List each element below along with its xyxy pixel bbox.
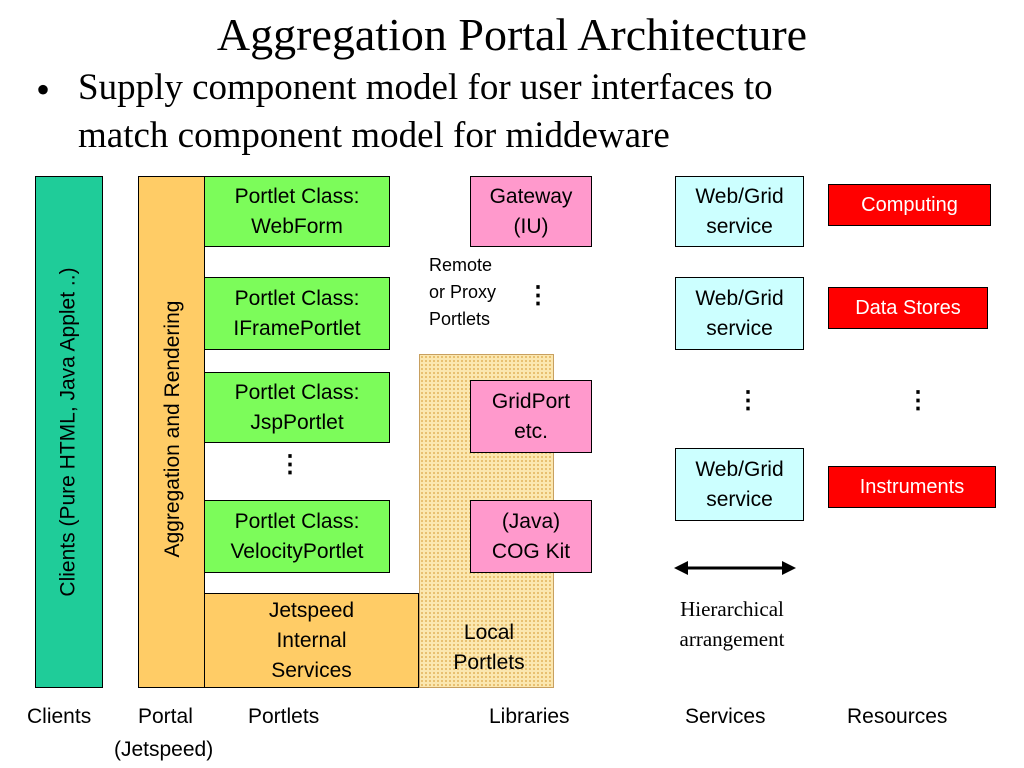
portal-bar-label: Aggregation and Rendering: [161, 300, 184, 558]
resource-data-stores: Data Stores: [828, 287, 988, 329]
portlet-class-name: JspPortlet: [250, 410, 344, 434]
bullet-marker: •: [36, 67, 51, 112]
web-grid-service-3: Web/Grid service: [675, 448, 804, 521]
service-line2: service: [706, 316, 773, 340]
portal-bar: Aggregation and Rendering: [138, 176, 205, 688]
clients-bar: Clients (Pure HTML, Java Applet ..): [35, 176, 103, 688]
column-label-resources: Resources: [847, 705, 948, 728]
gateway-line2: (IU): [513, 214, 549, 238]
bullet-line-2: match component model for middeware: [78, 115, 670, 156]
remote-proxy-note: Remote or Proxy Portlets: [429, 252, 496, 333]
column-label-services: Services: [685, 705, 766, 728]
cogkit-line2: COG Kit: [491, 539, 571, 563]
internal-services-line3: Services: [271, 658, 352, 682]
slide-title: Aggregation Portal Architecture: [216, 9, 808, 60]
clients-bar-label: Clients (Pure HTML, Java Applet ..): [57, 267, 80, 597]
bullet-line-1: Supply component model for user interfac…: [78, 67, 773, 108]
cogkit-line1: (Java): [501, 509, 561, 533]
gridport: GridPort etc.: [470, 380, 592, 453]
portlet-label: Portlet Class:: [234, 286, 360, 310]
gridport-line2: etc.: [514, 419, 548, 443]
hierarchical-line2: arrangement: [679, 627, 785, 651]
portlet-webform: Portlet Class: WebForm: [204, 176, 390, 247]
libraries-ellipsis: ⋮: [526, 282, 550, 309]
portlets-ellipsis: ⋮: [278, 451, 302, 478]
java-cog-kit: (Java) COG Kit: [470, 500, 592, 573]
column-label-clients: Clients: [27, 705, 92, 728]
local-portlets-line2: Portlets: [453, 651, 525, 674]
portlet-label: Portlet Class:: [234, 380, 360, 404]
portlet-velocityportlet: Portlet Class: VelocityPortlet: [204, 500, 390, 573]
remote-note-line1: Remote: [429, 255, 493, 275]
column-label-libraries: Libraries: [489, 705, 570, 728]
local-portlets-label: Local Portlets: [419, 618, 559, 678]
local-portlets-line1: Local: [463, 621, 515, 644]
portlet-class-name: WebForm: [251, 214, 343, 238]
remote-note-line2: or Proxy: [429, 282, 497, 302]
portlet-label: Portlet Class:: [234, 184, 360, 208]
service-line1: Web/Grid: [695, 457, 784, 481]
resource-computing: Computing: [828, 184, 991, 226]
web-grid-service-1: Web/Grid service: [675, 176, 804, 247]
hierarchical-line1: Hierarchical: [680, 597, 784, 621]
column-label-portlets: Portlets: [248, 705, 320, 728]
portlet-label: Portlet Class:: [234, 509, 360, 533]
service-line2: service: [706, 487, 773, 511]
column-label-portal: Portal: [138, 705, 193, 728]
gateway-line1: Gateway: [489, 184, 573, 208]
services-ellipsis: ⋮: [736, 387, 760, 414]
gridport-line1: GridPort: [491, 389, 571, 413]
service-line1: Web/Grid: [695, 184, 784, 208]
remote-note-line3: Portlets: [429, 309, 491, 329]
jetspeed-internal-services: Jetspeed Internal Services: [204, 593, 419, 688]
internal-services-line2: Internal: [276, 628, 347, 652]
portlet-jspportlet: Portlet Class: JspPortlet: [204, 372, 390, 443]
hierarchical-arrow: [674, 561, 796, 575]
resources-ellipsis: ⋮: [906, 387, 930, 414]
web-grid-service-2: Web/Grid service: [675, 277, 804, 350]
portlet-class-name: VelocityPortlet: [230, 539, 364, 563]
hierarchical-label: Hierarchical arrangement: [656, 594, 808, 654]
column-label-portal-sub: (Jetspeed): [114, 738, 214, 761]
portlet-iframeportlet: Portlet Class: IFramePortlet: [204, 277, 390, 350]
gateway-iu: Gateway (IU): [470, 176, 592, 247]
resource-instruments: Instruments: [828, 466, 996, 508]
service-line2: service: [706, 214, 773, 238]
internal-services-line1: Jetspeed: [268, 598, 355, 622]
service-line1: Web/Grid: [695, 286, 784, 310]
portlet-class-name: IFramePortlet: [233, 316, 361, 340]
